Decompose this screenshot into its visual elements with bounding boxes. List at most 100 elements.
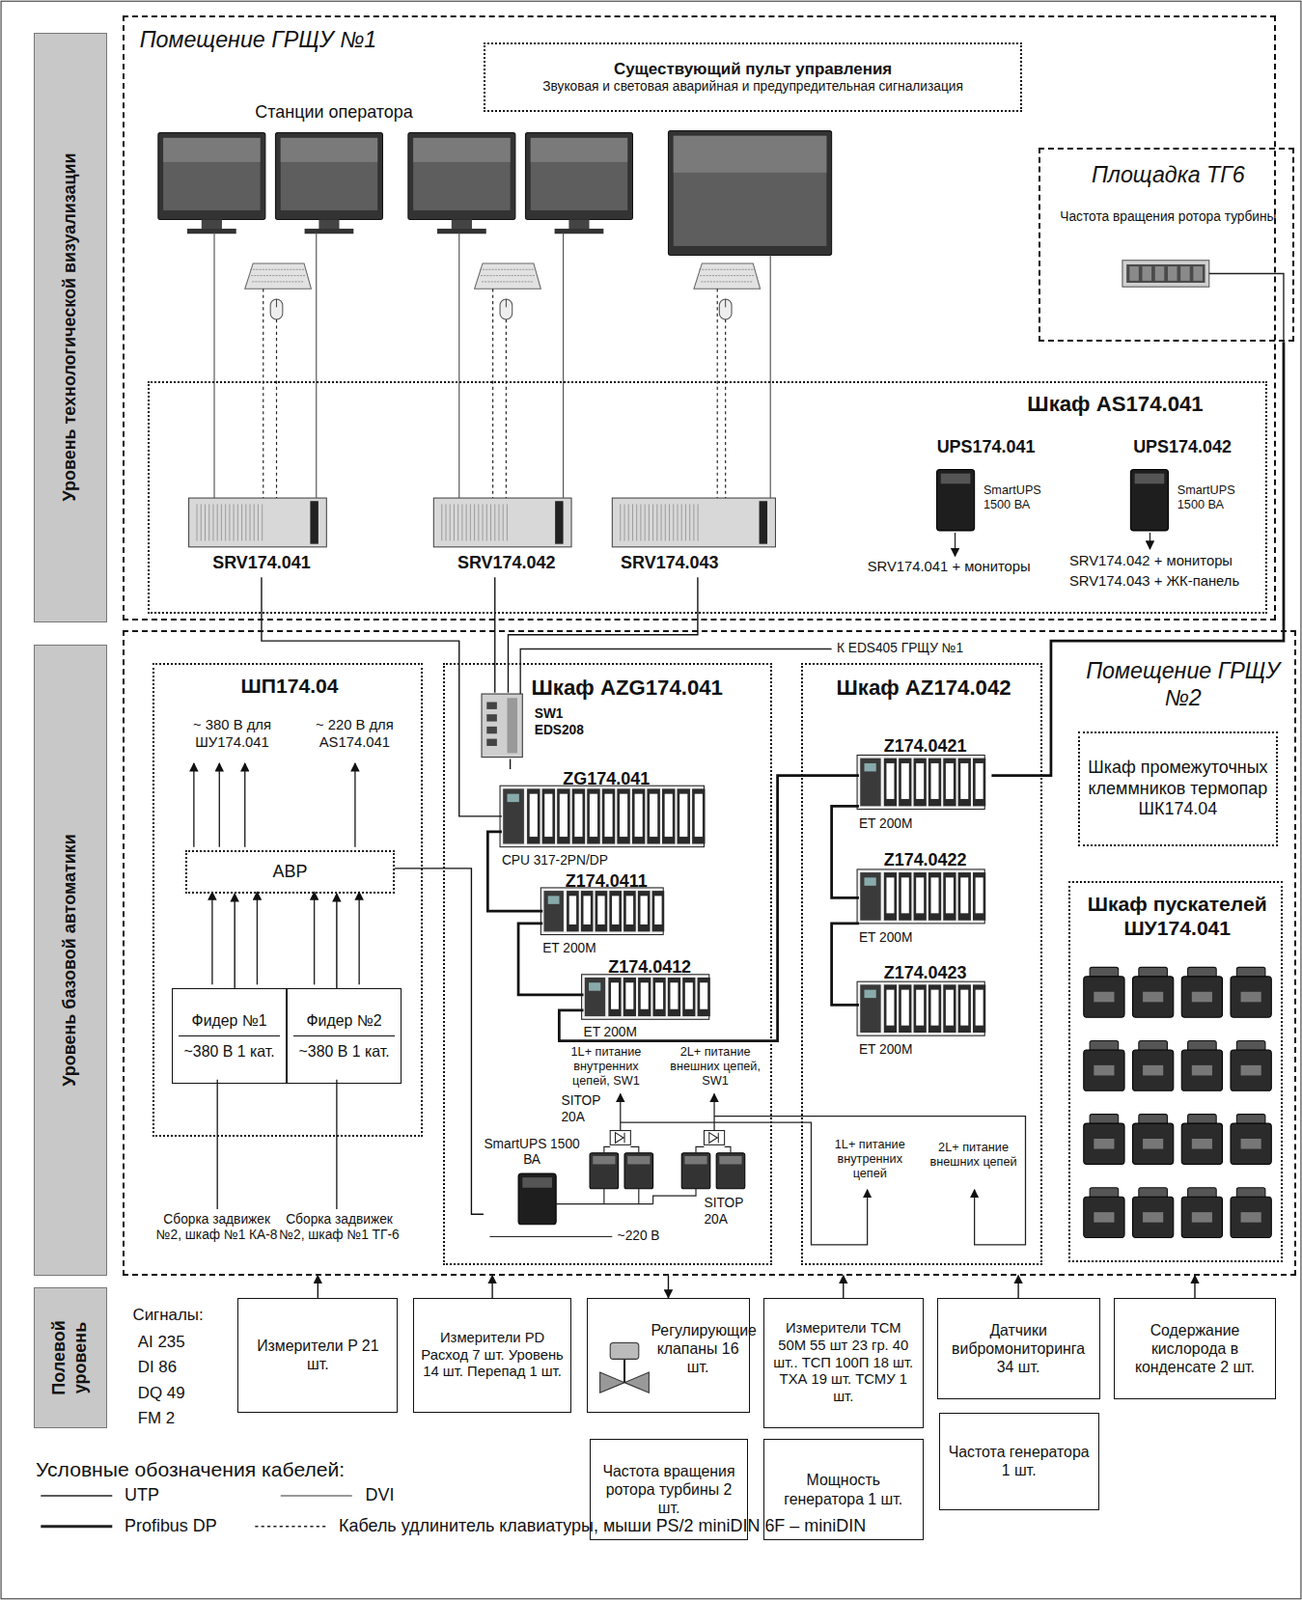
keyboard-keys [249,269,306,271]
annotation-label: 2L+ питание внешних цепей [928,1140,1019,1170]
plc-rack [540,887,664,936]
annotation-label: SITOP 20A [703,1195,760,1228]
display-digit [1167,266,1178,281]
ups-panel [522,1177,553,1189]
power-arrow [1149,532,1151,550]
profibus-connector [558,775,859,1042]
io-module-window [960,990,969,1026]
io-module [572,788,585,844]
server-grill [639,503,641,541]
server-grill [490,503,492,541]
monitor-stand [201,219,222,230]
io-module [914,984,927,1033]
monitor-bezel [525,133,633,221]
solid-node: Фидер №1~380 В 1 кат. [171,988,286,1083]
io-module [958,872,971,921]
contactor-label-plate [1142,992,1164,1003]
io-module-window [945,990,954,1026]
io-module-window [915,990,924,1026]
io-module-window [611,895,619,925]
io-module [632,788,645,844]
ups-panel [941,473,971,485]
node-title: SRV174.043 [610,553,729,575]
io-module [677,788,691,844]
server-grill [676,503,678,541]
dev-node: SW1 EDS208 [483,692,596,760]
annotation-label: Сборка задвижек №2, шкаф №1 КА-8 [153,1212,281,1245]
diode-symbol [709,1133,720,1144]
ps2-cable [492,288,494,499]
profibus-connector [831,923,859,1006]
rpm-cable [1209,273,1284,342]
node-title: Мощность генератора 1 шт. [770,1470,917,1508]
io-module-window [654,895,662,925]
server-grill [217,503,219,541]
monitor-glare [530,138,628,163]
feed-arrow [358,891,360,985]
server-grill [466,503,468,541]
node-title: Регулирующие клапаны 16 шт. [650,1321,745,1377]
ps2-cable [717,288,719,499]
io-module [884,758,897,807]
server-grill [257,503,259,541]
contactor [1181,1123,1222,1164]
dev-node: UPS174.042SmartUPS 1500 ВА [1100,437,1264,540]
profibus-connector [831,805,859,898]
server-grill [494,503,496,541]
contactor [1230,1196,1272,1238]
node-title: Уровень базовой автоматики [59,651,82,1271]
monitor-screen [163,138,260,211]
annotation-label: DI 86 [138,1357,230,1378]
io-module-window [604,794,612,837]
contactor [1230,1050,1272,1091]
cable-connector [1017,1275,1019,1299]
node-body: CPU 317-2PN/DP [501,853,712,869]
cab-node: Шкаф AZ174.042Z174.0421ET 200MZ174.0422E… [801,663,1044,1266]
cpu-led [548,895,560,904]
monitor-screen [280,138,378,211]
node-title: SW1 EDS208 [534,706,596,739]
solid-node: Датчики вибромониторинга 34 шт. [937,1298,1101,1401]
io-module [914,872,927,921]
node-title: Содержание кислорода в конденсате 2 шт. [1120,1321,1269,1377]
legend-text: DVI [364,1485,569,1507]
sitop-panel [684,1156,707,1164]
io-module [898,872,912,921]
io-module-window [685,982,693,1009]
node-body: ~380 В 1 кат. [184,1042,276,1061]
server-grill [196,503,198,541]
io-module-window [901,763,910,800]
io-module-window [625,982,634,1009]
node-body: Частота вращения ротора турбины [1040,209,1296,225]
node-title: Помещение ГРЩУ №2 [1073,658,1293,713]
server-grill [661,503,663,541]
legend-text: UTP [124,1485,329,1507]
solid-node: Измерители PD Расход 7 шт. Уровень 14 шт… [413,1298,572,1413]
feed-arrow [313,891,315,985]
io-module-window [589,794,598,837]
contactor-label-plate [1093,1138,1114,1150]
monitor-bezel [667,130,832,255]
monitor-base [554,228,605,234]
node-body: SmartUPS 1500 ВА [1177,483,1262,513]
cable-connector [317,1275,319,1299]
ps2-cable [276,319,278,499]
keyboard-keys [481,280,534,282]
io-module-window [960,763,969,800]
keyboard-keys [479,269,536,271]
server-grill [648,503,650,541]
sitop-panel [592,1156,615,1164]
node-title: Датчики вибромониторинга 34 шт. [943,1321,1094,1377]
annotation-label: Сборка задвижек №2, шкаф №1 ТГ-6 [275,1212,403,1245]
annotation-label: ~ 380 В для ШУ174.041 [173,717,292,752]
node-title: Полевой уровень [49,1294,91,1423]
mouse-button [724,299,726,307]
io-module [623,977,637,1017]
annotation-label: 1L+ питание внутренних цепей [821,1137,918,1183]
io-module-window [619,794,628,837]
1l-bus [620,1122,868,1246]
diode-module [609,1131,631,1146]
node-title: Z174.0412 [582,957,716,979]
